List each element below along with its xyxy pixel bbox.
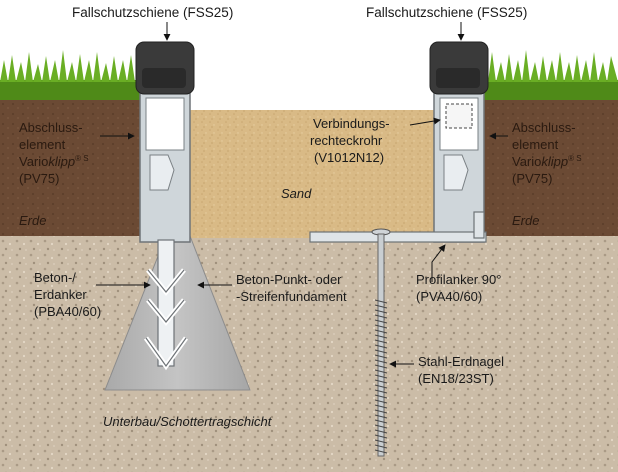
connector-tube bbox=[445, 103, 473, 129]
sand-layer bbox=[190, 110, 450, 238]
label-earth-right: Erde bbox=[512, 213, 540, 228]
grass-left bbox=[0, 50, 145, 100]
gravel-subbase-layer bbox=[0, 232, 618, 472]
label-connector-3: (V1012N12) bbox=[314, 150, 385, 165]
leader-arrows bbox=[96, 22, 508, 368]
label-sand: Sand bbox=[281, 186, 312, 201]
label-anchor-3: (PBA40/60) bbox=[34, 304, 102, 319]
label-foundation-2: -Streifenfundament bbox=[236, 289, 347, 304]
label-left-element-vario: Vario bbox=[19, 154, 49, 169]
label-left-element-4: (PV75) bbox=[19, 171, 60, 186]
label-right-element-4: (PV75) bbox=[512, 171, 553, 186]
label-earth-left: Erde bbox=[19, 213, 47, 228]
label-right-element-2: element bbox=[512, 137, 559, 152]
steel-ground-nail bbox=[371, 228, 391, 457]
label-foundation-1: Beton-Punkt- oder bbox=[236, 272, 342, 287]
label-anchor-1: Beton-/ bbox=[34, 270, 76, 285]
label-profile-anchor-1: Profilanker 90° bbox=[416, 272, 502, 287]
grass-right bbox=[480, 50, 618, 100]
label-left-element-3: Varioklipp® S bbox=[19, 154, 89, 169]
label-anchor-2: Erdanker bbox=[34, 287, 87, 302]
label-nail-1: Stahl-Erdnagel bbox=[418, 354, 504, 369]
label-left-element-sup: ® S bbox=[75, 154, 89, 163]
label-top-left-rail: Fallschutzschiene (FSS25) bbox=[72, 5, 234, 20]
label-right-element-3: Varioklipp® S bbox=[512, 154, 582, 169]
left-post-assembly bbox=[135, 41, 195, 243]
label-left-element-1: Abschluss- bbox=[19, 120, 83, 135]
label-left-element-2: element bbox=[19, 137, 66, 152]
label-right-element-1: Abschluss- bbox=[512, 120, 576, 135]
label-connector-2: rechteckrohr bbox=[310, 133, 383, 148]
earth-layer-left bbox=[0, 96, 145, 236]
label-top-right-rail: Fallschutzschiene (FSS25) bbox=[366, 5, 528, 20]
label-subbase: Unterbau/Schottertragschicht bbox=[103, 414, 272, 429]
label-connector-1: Verbindungs- bbox=[313, 116, 390, 131]
label-nail-2: (EN18/23ST) bbox=[418, 371, 494, 386]
label-right-element-vario: Vario bbox=[512, 154, 542, 169]
profile-anchor bbox=[309, 211, 487, 243]
label-right-element-klipp: klipp bbox=[541, 154, 569, 169]
sky-background bbox=[0, 0, 618, 60]
label-profile-anchor-2: (PVA40/60) bbox=[416, 289, 483, 304]
concrete-anchor bbox=[143, 239, 189, 371]
label-left-element-klipp: klipp bbox=[48, 154, 76, 169]
label-right-element-sup: ® S bbox=[568, 154, 582, 163]
earth-layer-right bbox=[480, 96, 618, 236]
